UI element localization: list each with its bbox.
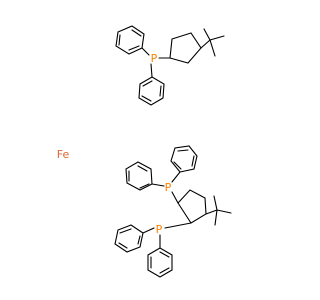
bottom-p-upper-phenyl1-bond <box>151 183 165 187</box>
bottom-p-lower-phenyl1-bond <box>142 227 155 234</box>
bottom-ligand <box>114 145 232 278</box>
bottom-ring-p-upper-bond <box>171 191 179 204</box>
top-phenyl-1 <box>115 25 145 55</box>
bottom-upper-phenyl-2 <box>170 145 198 173</box>
bottom-cyclopentane-ring <box>177 189 207 224</box>
phosphorus-atom-label-bottom-lower: P <box>156 223 163 236</box>
bottom-upper-phenyl-1 <box>125 161 153 191</box>
phosphorus-atom-label-bottom-upper: P <box>165 181 172 194</box>
bottom-p-upper-phenyl2-bond <box>171 171 181 183</box>
top-p-phenyl2-bond <box>150 63 153 78</box>
top-p-phenyl1-bond <box>141 47 150 56</box>
phosphorus-atom-label-top: P <box>151 52 158 65</box>
top-phenyl-2 <box>138 76 165 106</box>
molecule-drawing: P P P Fe <box>57 25 232 278</box>
bottom-tert-butyl-group <box>205 195 232 226</box>
top-tert-butyl-group <box>200 28 225 57</box>
top-cyclopentane-ring <box>169 32 202 64</box>
iron-atom-label: Fe <box>57 148 70 161</box>
bottom-ring-p-lower-bond <box>164 222 192 229</box>
bottom-lower-phenyl-2 <box>147 247 173 278</box>
molecule-canvas: P P P Fe <box>56 25 232 278</box>
top-ligand <box>115 25 225 106</box>
bottom-lower-phenyl-1 <box>114 224 144 253</box>
